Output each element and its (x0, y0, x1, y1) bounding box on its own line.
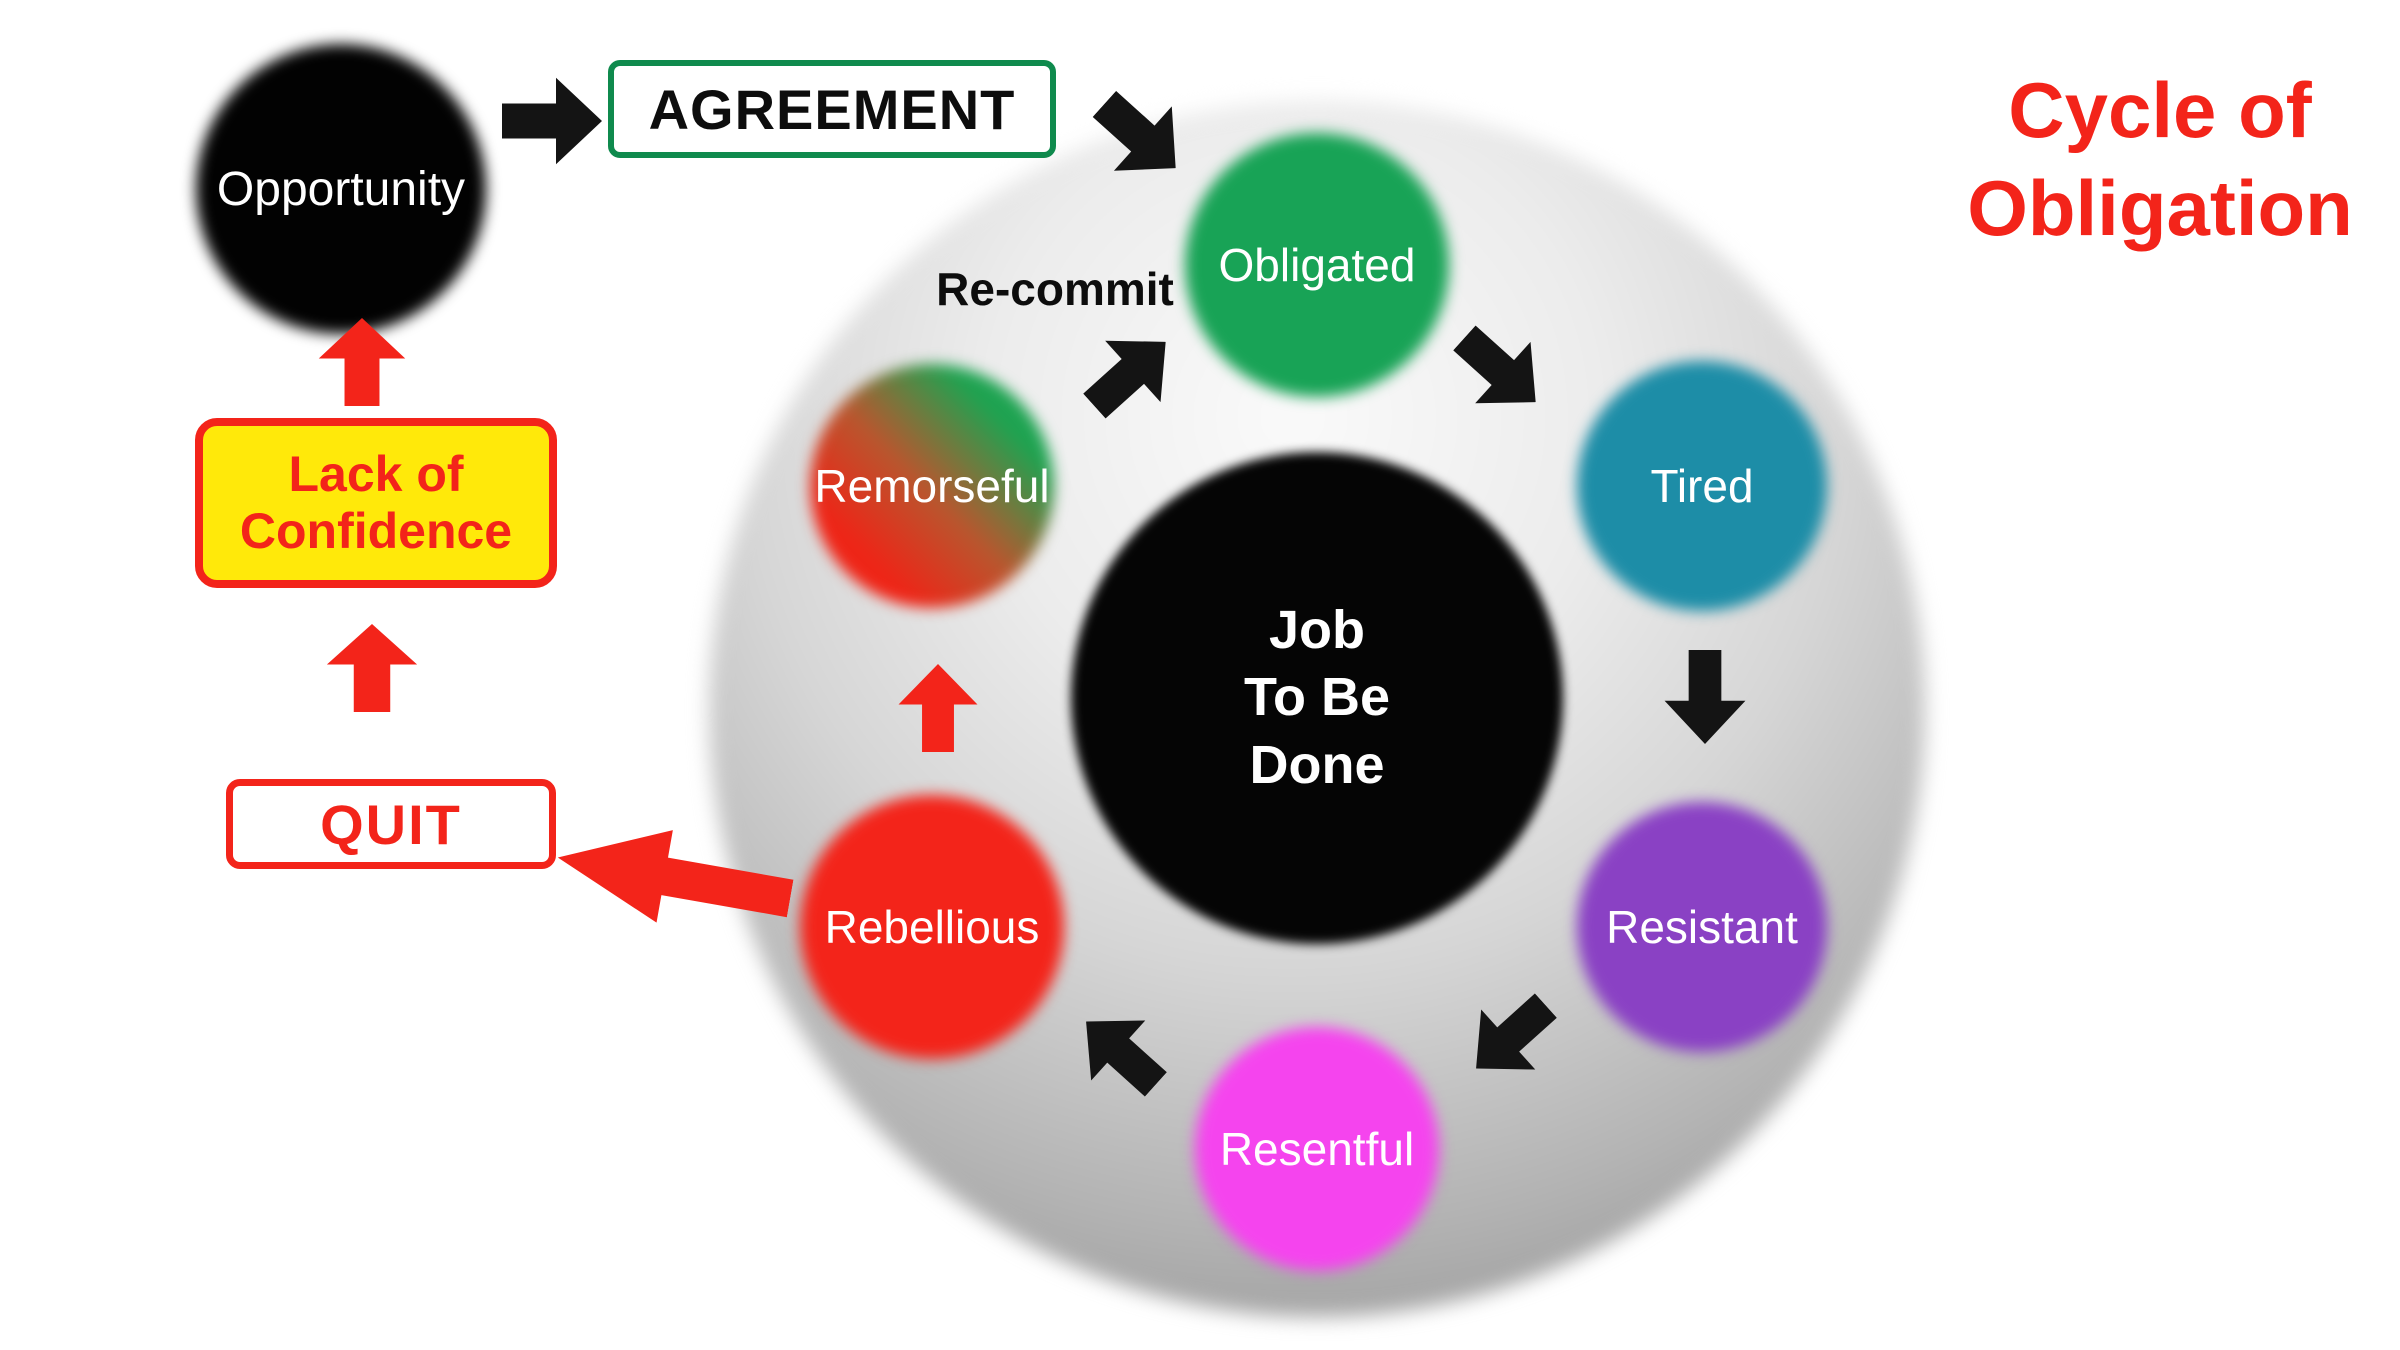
opportunity-to-agreement-arrow (502, 77, 602, 165)
stage-resentful-label: Resentful (1219, 1123, 1415, 1175)
agreement-box: AGREEMENT (608, 60, 1056, 158)
agreement-label: AGREEMENT (648, 77, 1016, 141)
node-opportunity-label: Opportunity (216, 162, 466, 216)
stage-tired-label: Tired (1650, 460, 1754, 512)
stage-rebellious-label: Rebellious (824, 901, 1040, 953)
stage-obligated-circle (1185, 133, 1449, 397)
stage-obligated: Obligated (1185, 133, 1449, 397)
stage-remorseful-label: Remorseful (814, 460, 1050, 512)
node-job-to-be-done-circle (1071, 452, 1563, 944)
stage-obligated-label: Obligated (1218, 239, 1416, 291)
stage-resistant-label: Resistant (1606, 901, 1798, 953)
quit-label: QUIT (320, 792, 462, 856)
recommit-label: Re-commit (936, 263, 1174, 315)
stage-rebellious: Rebellious (800, 795, 1064, 1059)
node-opportunity-circle (196, 44, 486, 334)
stage-rebellious-circle (800, 795, 1064, 1059)
stage-remorseful: Remorseful (810, 364, 1054, 608)
stage-tired-circle (1577, 361, 1827, 611)
stage-resentful: Resentful (1195, 1027, 1439, 1271)
stage-resistant: Resistant (1577, 802, 1827, 1052)
node-job-to-be-done-label: Job To Be Done (1244, 599, 1390, 795)
lack-of-confidence-label: Lack of Confidence (239, 445, 513, 560)
page-title: Cycle of Obligation (1967, 66, 2353, 252)
stage-resistant-circle (1577, 802, 1827, 1052)
node-opportunity: Opportunity (196, 44, 486, 334)
node-job-to-be-done: Job To Be Done (1071, 452, 1563, 944)
stage-remorseful-circle (810, 364, 1054, 608)
lack-of-confidence-box: Lack of Confidence (195, 418, 557, 588)
stage-tired: Tired (1577, 361, 1827, 611)
quit-to-lack-of-confidence-arrow (324, 624, 420, 712)
quit-box: QUIT (226, 779, 556, 869)
stage-resentful-circle (1195, 1027, 1439, 1271)
